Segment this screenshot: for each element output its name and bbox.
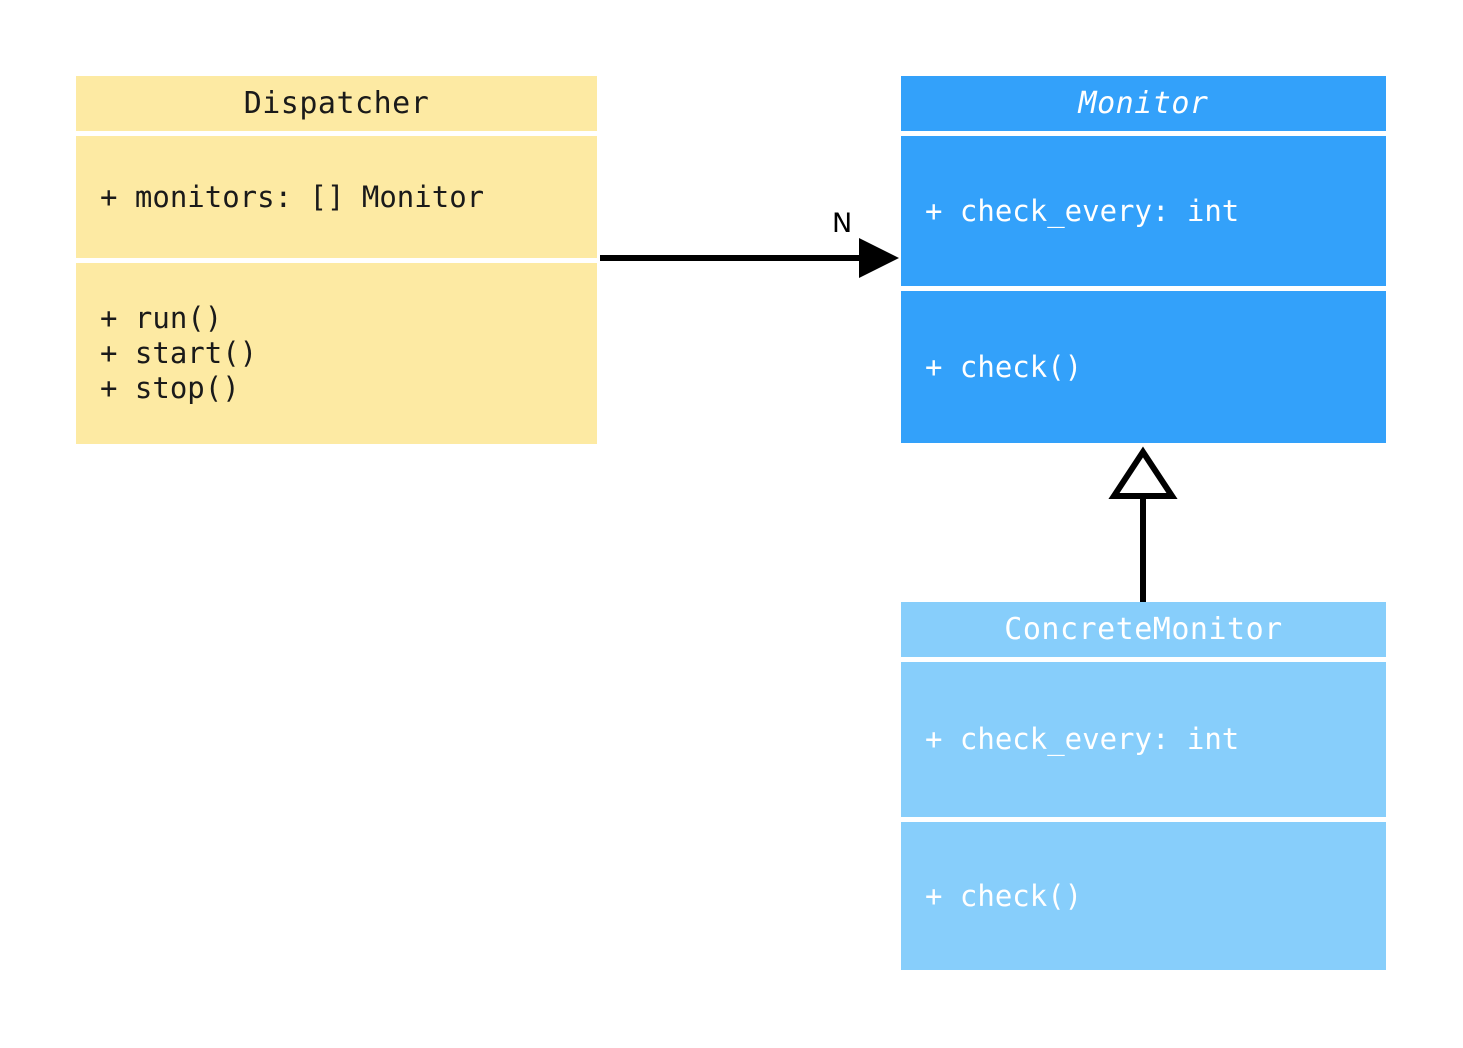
class-divider — [901, 131, 1386, 136]
generalization-concretemonitor-to-monitor — [1108, 446, 1178, 602]
methods-compartment-monitor: + check() — [901, 291, 1386, 443]
method-item: + check() — [925, 349, 1083, 384]
class-title-concretemonitor: ConcreteMonitor — [1004, 612, 1283, 647]
generalization-hollow-triangle-icon — [1108, 446, 1178, 499]
methods-compartment-concretemonitor: + check() — [901, 822, 1386, 970]
class-divider — [901, 817, 1386, 822]
class-divider — [76, 131, 597, 136]
multiplicity-label-n: N — [832, 208, 853, 239]
class-title-dispatcher: Dispatcher — [243, 86, 430, 121]
methods-compartment-dispatcher: + run() + start() + stop() — [76, 263, 597, 444]
method-item: + run() — [100, 301, 223, 335]
association-arrowhead-icon — [859, 238, 899, 278]
class-divider — [76, 258, 597, 263]
attributes-compartment-dispatcher: + monitors: [] Monitor — [76, 136, 597, 258]
attribute-item: + check_every: int — [925, 193, 1240, 228]
class-box-dispatcher[interactable]: Dispatcher + monitors: [] Monitor + run(… — [76, 76, 597, 444]
attributes-compartment-concretemonitor: + check_every: int — [901, 662, 1386, 817]
class-divider — [901, 657, 1386, 662]
method-item: + check() — [925, 878, 1083, 913]
class-box-concretemonitor[interactable]: ConcreteMonitor + check_every: int + che… — [901, 602, 1386, 970]
association-dispatcher-to-monitor — [600, 238, 899, 278]
method-item: + stop() — [100, 371, 240, 405]
class-title-monitor: Monitor — [1078, 86, 1209, 121]
method-item: + start() — [100, 336, 258, 370]
attributes-compartment-monitor: + check_every: int — [901, 136, 1386, 286]
attribute-item: + monitors: [] Monitor — [100, 179, 485, 214]
class-divider — [901, 286, 1386, 291]
class-box-monitor[interactable]: Monitor + check_every: int + check() — [901, 76, 1386, 443]
attribute-item: + check_every: int — [925, 722, 1240, 756]
